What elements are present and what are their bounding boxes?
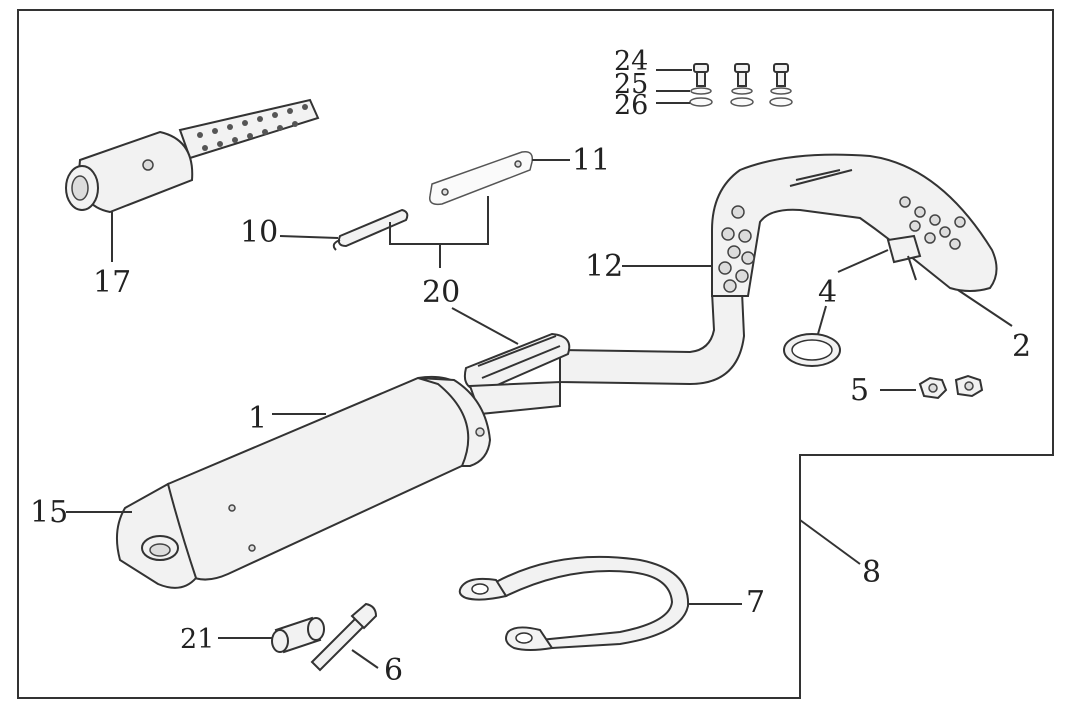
mid-pipe-heat-shield bbox=[464, 332, 571, 392]
label-5: 5 bbox=[850, 373, 869, 408]
muffler-body bbox=[115, 375, 561, 589]
leader-8 bbox=[799, 519, 861, 565]
leader-6 bbox=[351, 649, 379, 669]
heat-shield-plate bbox=[429, 150, 534, 206]
leader-4-upper bbox=[837, 249, 889, 273]
heat-shield-clamp bbox=[337, 208, 409, 248]
label-8: 8 bbox=[862, 555, 881, 590]
label-2: 2 bbox=[1012, 329, 1031, 364]
leader-20-shield bbox=[451, 307, 519, 345]
label-11: 11 bbox=[572, 143, 610, 178]
header-pipe bbox=[559, 153, 998, 386]
label-15: 15 bbox=[30, 495, 68, 530]
label-4: 4 bbox=[818, 275, 837, 310]
diagram-frame bbox=[17, 9, 1054, 699]
label-1: 1 bbox=[248, 401, 267, 436]
label-25: 25 bbox=[614, 69, 648, 100]
label-26: 26 bbox=[614, 90, 648, 121]
leader-4 bbox=[817, 305, 827, 335]
label-17: 17 bbox=[93, 265, 131, 300]
muffler-strap bbox=[458, 555, 690, 651]
leader-2 bbox=[957, 289, 1013, 327]
label-21: 21 bbox=[180, 624, 214, 655]
label-24: 24 bbox=[614, 46, 648, 77]
label-6: 6 bbox=[384, 653, 403, 688]
strap-bolt bbox=[310, 602, 378, 672]
label-12: 12 bbox=[585, 249, 623, 284]
leader-10 bbox=[279, 235, 339, 239]
spark-arrestor-insert bbox=[65, 98, 320, 214]
label-10: 10 bbox=[240, 215, 278, 250]
strap-spacer bbox=[271, 616, 325, 654]
label-20: 20 bbox=[422, 275, 460, 310]
label-7: 7 bbox=[746, 585, 765, 620]
flange-nuts bbox=[918, 374, 984, 400]
mounting-bolts bbox=[689, 63, 793, 107]
